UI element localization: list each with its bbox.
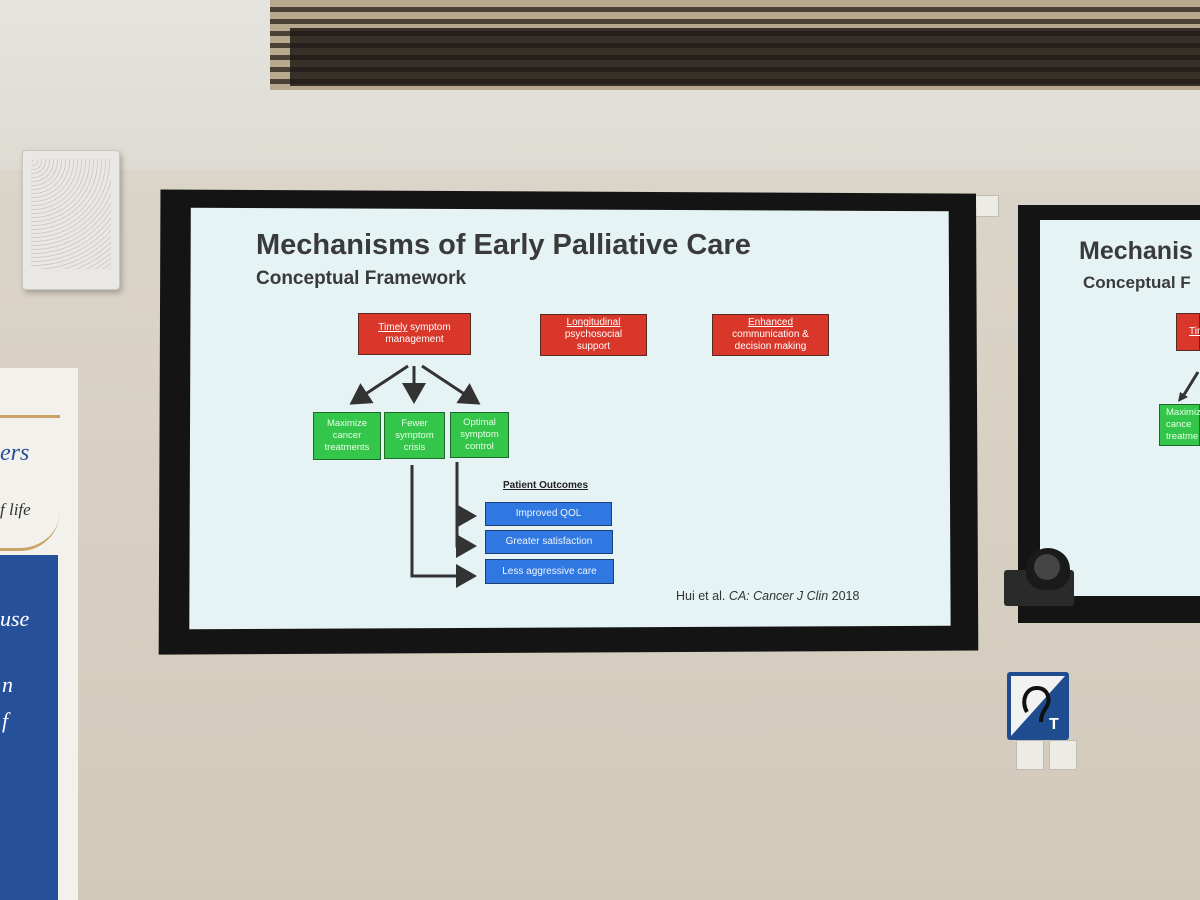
box-text: Less aggressive care <box>502 565 597 577</box>
underlined-word: Enhanced <box>747 317 794 328</box>
box-text: control <box>465 441 494 452</box>
citation-journal: CA: Cancer J Clin <box>728 589 829 603</box>
arrow-to-less-aggressive <box>410 465 477 588</box>
underlined-word: Timely <box>378 322 408 333</box>
arrow-to-satisfaction <box>455 462 477 558</box>
loop-sign-letter: T <box>1049 716 1059 733</box>
underlined-word: Longitudinal <box>566 317 621 328</box>
box-text: decision making <box>734 341 807 352</box>
second-arrow <box>1178 371 1200 402</box>
banner-text-4: n <box>2 672 13 697</box>
slide-title: Mechanisms of Early Palliative Care <box>256 229 751 261</box>
box-text: treatments <box>324 442 370 453</box>
second-green-text: treatme <box>1166 431 1199 442</box>
box-text: Improved QOL <box>515 508 582 519</box>
box-text: crisis <box>403 441 426 453</box>
patient-outcomes-heading: Patient Outcomes <box>503 480 589 491</box>
citation-year: 2018 <box>828 589 860 603</box>
box-text: cancer <box>332 430 362 441</box>
arrow-to-optimal <box>421 364 481 405</box>
banner-text-1: ers <box>0 440 30 466</box>
ptz-camera <box>1004 548 1082 610</box>
banner-text-2: f life <box>0 500 31 519</box>
banner-swoosh <box>0 415 60 551</box>
box-line: Timely symptom <box>378 322 450 334</box>
slide-subtitle: Conceptual Framework <box>256 268 467 289</box>
second-green-text: cance <box>1166 419 1192 430</box>
arrow-to-maximize <box>349 364 409 405</box>
box-greater-satisfaction: Greater satisfaction <box>485 530 613 554</box>
box-improved-qol: Improved QOL <box>485 502 612 526</box>
box-text: management <box>385 334 444 345</box>
citation-authors: Hui et al. <box>676 589 729 603</box>
box-timely-symptom-management: Timely symptom management <box>358 313 471 355</box>
box-text: communication & <box>732 329 809 340</box>
box-text: Greater satisfaction <box>505 536 593 547</box>
second-green-box: Maximiz cance treatme <box>1159 404 1200 446</box>
wall-socket <box>1016 740 1044 770</box>
box-text: symptom <box>407 322 451 333</box>
box-text: symptom <box>395 429 434 441</box>
ceiling-recess <box>290 28 1200 86</box>
box-text: support <box>576 341 611 352</box>
second-green-text: Maximiz <box>1166 407 1200 418</box>
box-less-aggressive-care: Less aggressive care <box>485 559 614 584</box>
citation: Hui et al. CA: Cancer J Clin 2018 <box>676 589 859 603</box>
box-text: Optimal <box>463 417 496 428</box>
box-maximize-cancer-treatments: Maximize cancer treatments <box>313 412 381 460</box>
banner-text-3: use <box>0 606 30 631</box>
ear-icon <box>1011 676 1065 736</box>
banner-text-5: f <box>2 708 9 733</box>
box-text: psychosocial <box>564 329 623 340</box>
banner-blue-panel <box>0 555 58 900</box>
box-longitudinal-psychosocial-support: Longitudinal psychosocial support <box>540 314 647 356</box>
box-enhanced-communication: Enhanced communication & decision making <box>712 314 829 356</box>
second-slide-subtitle: Conceptual F <box>1083 273 1191 292</box>
hearing-loop-sign: T <box>1007 672 1069 740</box>
box-fewer-symptom-crisis: Fewer symptom crisis <box>384 412 445 459</box>
box-optimal-symptom-control: Optimal symptom control <box>450 412 509 458</box>
wall-socket <box>1049 740 1077 770</box>
box-text: Maximize <box>326 418 368 429</box>
wall-speaker <box>22 150 120 290</box>
box-text: Fewer <box>401 417 428 429</box>
second-red-text: Tim <box>1189 326 1200 337</box>
second-slide-title: Mechanis <box>1079 237 1193 265</box>
box-text: symptom <box>460 429 499 440</box>
